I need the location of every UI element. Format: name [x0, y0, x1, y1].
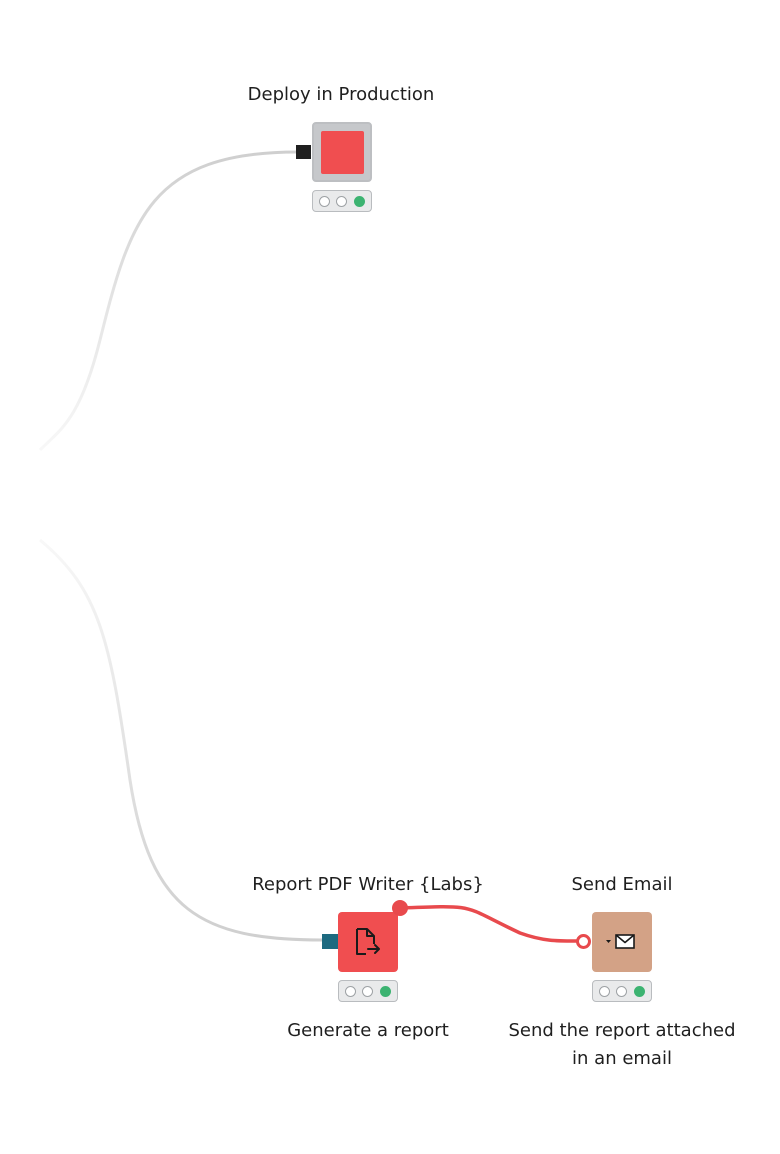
node-status-bar	[312, 190, 372, 212]
node-title: Report PDF Writer {Labs}	[252, 874, 484, 895]
status-light-yellow	[616, 986, 627, 997]
envelope-icon	[606, 934, 635, 949]
status-light-red	[319, 196, 330, 207]
status-light-green	[354, 196, 365, 207]
connector-report-to-email[interactable]	[399, 904, 585, 943]
status-light-red	[345, 986, 356, 997]
status-light-green	[634, 986, 645, 997]
node-body[interactable]	[312, 122, 372, 182]
node-title: Send Email	[571, 874, 673, 895]
node-body[interactable]	[338, 912, 398, 972]
node-annotation[interactable]: Send the report attached in an email	[508, 1020, 736, 1069]
node-title: Deploy in Production	[247, 84, 435, 105]
file-export-icon	[356, 928, 380, 955]
input-port[interactable]	[322, 934, 338, 949]
node-color-tile	[321, 131, 364, 174]
status-light-green	[380, 986, 391, 997]
connector-to-report-pdf[interactable]	[39, 538, 323, 942]
node-status-bar	[592, 980, 652, 1002]
status-light-yellow	[336, 196, 347, 207]
node-annotation[interactable]: Generate a report	[287, 1020, 449, 1041]
input-port[interactable]	[296, 145, 311, 159]
connector-to-deploy[interactable]	[38, 150, 298, 452]
status-light-red	[599, 986, 610, 997]
node-body[interactable]	[592, 912, 652, 972]
input-port[interactable]	[576, 934, 591, 949]
node-status-bar	[338, 980, 398, 1002]
output-port[interactable]	[392, 900, 408, 916]
status-light-yellow	[362, 986, 373, 997]
